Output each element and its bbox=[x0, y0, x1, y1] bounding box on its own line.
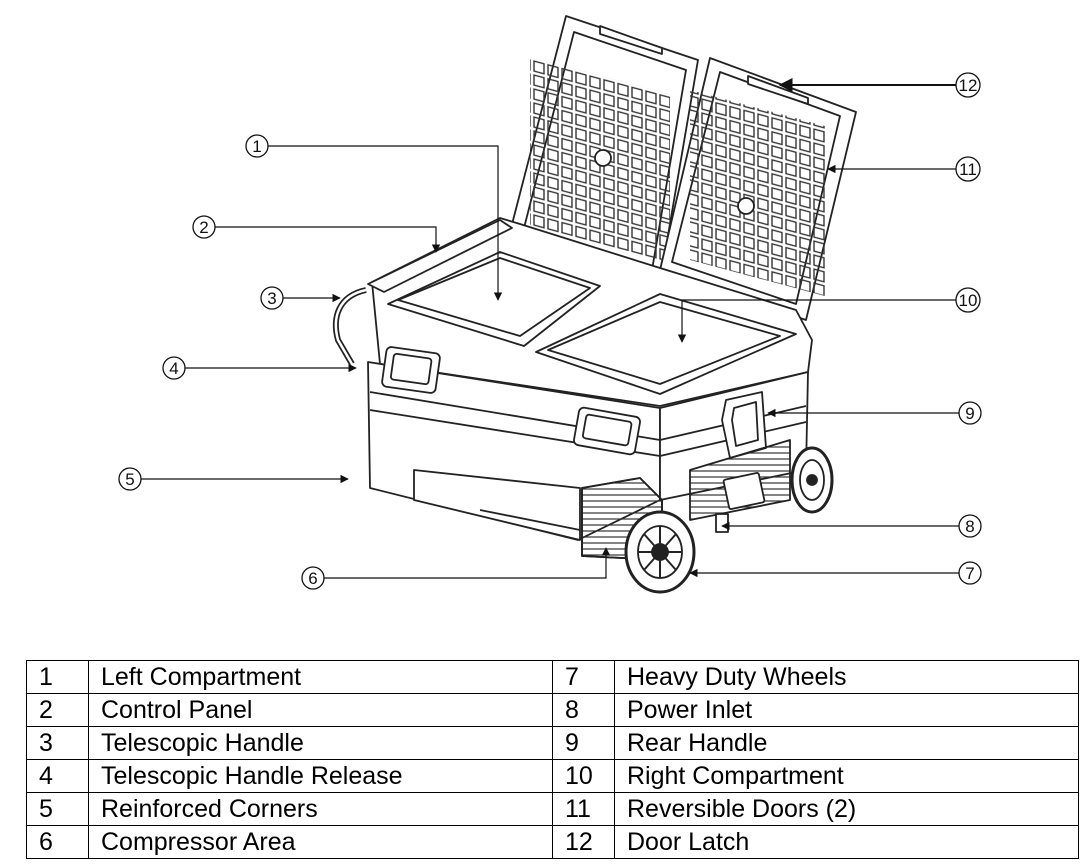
legend-row: 3 Telescopic Handle 9 Rear Handle bbox=[26, 726, 1079, 760]
fridge-diagram: 1 2 3 4 5 6 7 8 9 10 bbox=[118, 15, 982, 594]
callout-1: 1 bbox=[245, 134, 503, 301]
right-lid bbox=[659, 57, 857, 321]
callout-8: 8 bbox=[721, 514, 982, 538]
legend-row: 1 Left Compartment 7 Heavy Duty Wheels bbox=[26, 660, 1079, 694]
callout-12: 12 bbox=[778, 72, 981, 98]
legend-label: Right Compartment bbox=[614, 759, 1079, 793]
svg-text:3: 3 bbox=[267, 289, 276, 308]
legend-label: Compressor Area bbox=[88, 825, 553, 859]
svg-text:1: 1 bbox=[252, 137, 261, 156]
legend-label: Telescopic Handle bbox=[88, 726, 553, 760]
legend-number: 1 bbox=[26, 660, 89, 694]
legend-label: Power Inlet bbox=[614, 693, 1079, 727]
svg-text:5: 5 bbox=[125, 470, 134, 489]
rear-wheel bbox=[790, 446, 834, 514]
legend-number: 5 bbox=[26, 792, 89, 826]
parts-legend-table: 1 Left Compartment 7 Heavy Duty Wheels 2… bbox=[26, 660, 1079, 859]
svg-text:8: 8 bbox=[965, 517, 974, 536]
legend-number: 9 bbox=[552, 726, 615, 760]
callout-4: 4 bbox=[162, 356, 357, 380]
legend-number: 12 bbox=[552, 825, 615, 859]
callout-6: 6 bbox=[301, 547, 611, 590]
svg-text:4: 4 bbox=[169, 359, 178, 378]
callout-10: 10 bbox=[677, 287, 981, 343]
svg-text:9: 9 bbox=[965, 404, 974, 423]
fridge-illustration bbox=[332, 15, 857, 594]
svg-text:10: 10 bbox=[959, 291, 978, 310]
callout-11: 11 bbox=[827, 156, 981, 182]
legend-number: 8 bbox=[552, 693, 615, 727]
legend-number: 7 bbox=[552, 660, 615, 694]
legend-number: 10 bbox=[552, 759, 615, 793]
legend-number: 3 bbox=[26, 726, 89, 760]
legend-number: 11 bbox=[552, 792, 615, 826]
callout-3: 3 bbox=[260, 286, 341, 310]
legend-label: Rear Handle bbox=[614, 726, 1079, 760]
svg-text:11: 11 bbox=[959, 160, 977, 179]
callout-2: 2 bbox=[192, 215, 441, 253]
svg-text:2: 2 bbox=[199, 218, 208, 237]
legend-label: Door Latch bbox=[614, 825, 1079, 859]
legend-label: Reversible Doors (2) bbox=[614, 792, 1079, 826]
legend-row: 4 Telescopic Handle Release 10 Right Com… bbox=[26, 759, 1079, 793]
left-lid bbox=[509, 15, 699, 283]
legend-label: Heavy Duty Wheels bbox=[614, 660, 1079, 694]
svg-text:6: 6 bbox=[308, 569, 317, 588]
legend-label: Control Panel bbox=[88, 693, 553, 727]
legend-number: 6 bbox=[26, 825, 89, 859]
legend-number: 2 bbox=[26, 693, 89, 727]
legend-label: Reinforced Corners bbox=[88, 792, 553, 826]
svg-text:7: 7 bbox=[965, 564, 974, 583]
callout-7: 7 bbox=[689, 561, 982, 585]
legend-row: 2 Control Panel 8 Power Inlet bbox=[26, 693, 1079, 727]
legend-row: 5 Reinforced Corners 11 Reversible Doors… bbox=[26, 792, 1079, 826]
legend-label: Telescopic Handle Release bbox=[88, 759, 553, 793]
front-wheel bbox=[624, 510, 696, 594]
callout-9: 9 bbox=[767, 401, 982, 425]
svg-text:12: 12 bbox=[959, 76, 978, 95]
legend-label: Left Compartment bbox=[88, 660, 553, 694]
callout-5: 5 bbox=[118, 467, 349, 491]
legend-number: 4 bbox=[26, 759, 89, 793]
legend-row: 6 Compressor Area 12 Door Latch bbox=[26, 825, 1079, 859]
